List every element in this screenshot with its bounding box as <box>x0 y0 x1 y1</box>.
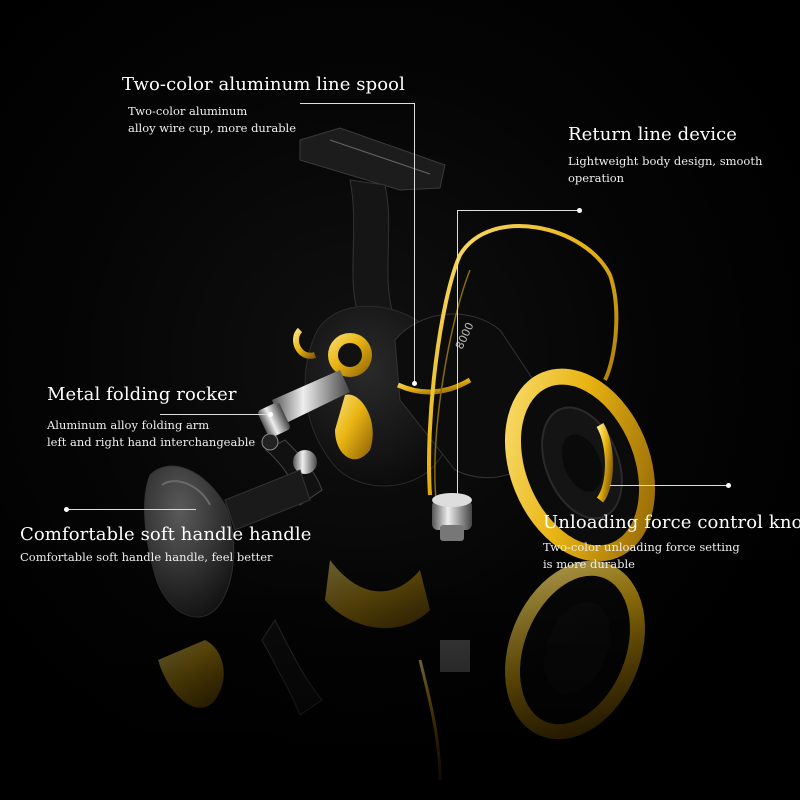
reel-foot <box>299 127 446 321</box>
callout-desc-line: is more durable <box>543 557 635 571</box>
callout-title: Comfortable soft handle handle <box>20 524 312 545</box>
leader-line-knob <box>610 485 728 486</box>
callout-desc: Aluminum alloy folding arm left and righ… <box>47 417 255 451</box>
callout-title: Two-color aluminum line spool <box>122 74 405 95</box>
leader-dot-spool <box>412 381 417 386</box>
leader-line-spool-h <box>300 103 414 104</box>
callout-desc: Lightweight body design, smooth operatio… <box>568 153 762 187</box>
callout-desc: Two-color unloading force setting is mor… <box>543 539 800 573</box>
callout-desc-line: Two-color unloading force setting <box>543 540 740 554</box>
callout-desc-line: Comfortable soft handle handle, feel bet… <box>20 550 273 564</box>
callout-desc: Comfortable soft handle handle, feel bet… <box>20 549 312 566</box>
leader-dot-knob <box>726 483 731 488</box>
leader-line-spool-v <box>414 103 415 383</box>
leader-line-return-h <box>457 210 579 211</box>
callout-drag-knob: Unloading force control knob Two-color u… <box>543 512 800 573</box>
callout-line-spool: Two-color aluminum line spool Two-color … <box>122 74 405 137</box>
callout-soft-handle: Comfortable soft handle handle Comfortab… <box>20 524 312 566</box>
leader-line-return-v <box>457 210 458 505</box>
callout-desc-line: Aluminum alloy folding arm <box>47 418 210 432</box>
leader-dot-handle <box>64 507 69 512</box>
callout-folding-rocker: Metal folding rocker Aluminum alloy fold… <box>47 384 255 451</box>
callout-title: Metal folding rocker <box>47 384 237 405</box>
callout-title: Unloading force control knob <box>543 512 800 533</box>
drag-knob <box>432 493 472 541</box>
callout-title: Return line device <box>568 124 738 145</box>
reflection <box>0 560 800 800</box>
leader-dot-rocker <box>268 412 273 417</box>
leader-dot-return <box>577 208 582 213</box>
callout-desc-line: Lightweight body design, smooth <box>568 154 763 168</box>
leader-line-rocker <box>160 414 270 415</box>
leader-line-handle <box>66 509 196 510</box>
callout-desc: Two-color aluminum alloy wire cup, more … <box>128 103 405 137</box>
callout-desc-line: Two-color aluminum <box>128 104 248 118</box>
callout-desc-line: left and right hand interchangeable <box>47 435 256 449</box>
bail-arm <box>427 224 619 501</box>
callout-desc-line: operation <box>568 171 625 185</box>
callout-desc-line: alloy wire cup, more durable <box>128 121 297 135</box>
callout-return-line-device: Return line device Lightweight body desi… <box>568 124 762 187</box>
